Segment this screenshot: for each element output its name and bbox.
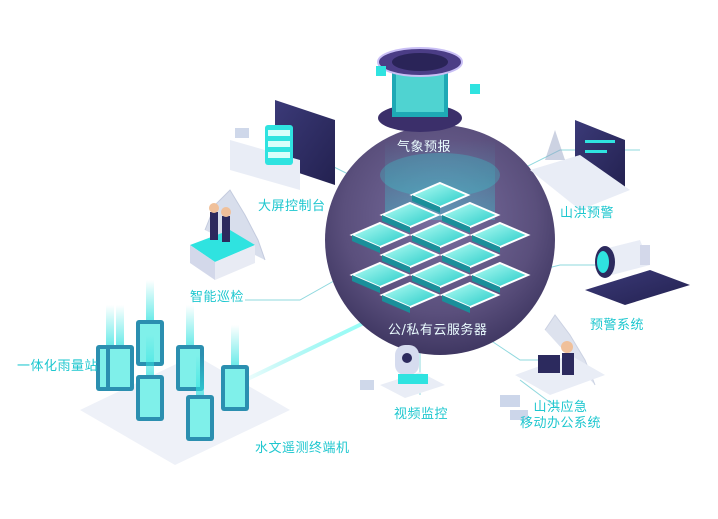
mobile-office-label-line1: 山洪应急 — [533, 400, 588, 415]
terminal-cabinet-face — [110, 349, 130, 387]
big-screen-device — [230, 100, 335, 190]
warning-system-label: 预警系统 — [590, 318, 645, 333]
server-tile-side — [352, 235, 380, 253]
smart-patrol-platform — [190, 189, 266, 280]
cloud-server-stack — [349, 181, 531, 313]
server-tile-side — [412, 195, 440, 213]
mobile-office-desk — [500, 314, 605, 420]
terminal-beam — [196, 355, 204, 395]
terminal-beam — [116, 305, 124, 345]
rain-station-label: 一体化雨量站 — [17, 359, 99, 374]
flood-warning-label: 山洪预警 — [560, 206, 615, 221]
terminal-cabinet-face — [225, 369, 245, 407]
server-tile-side — [472, 235, 500, 253]
hydro-terminal-label: 水文遥测终端机 — [255, 441, 350, 456]
server-tile-side — [412, 235, 440, 253]
big-screen-console-label: 大屏控制台 — [258, 199, 326, 214]
terminal-beam — [186, 305, 194, 345]
video-monitoring-camera — [360, 345, 445, 398]
server-tile-side — [442, 215, 470, 233]
server-tile-side — [412, 275, 440, 293]
terminal-cabinet-face — [190, 399, 210, 437]
rain-station-cluster — [80, 280, 290, 465]
glowing-link-streak — [233, 318, 372, 387]
server-tile-side — [442, 255, 470, 273]
server-tile-side — [442, 295, 470, 313]
server-tile-side — [352, 275, 380, 293]
terminal-beam — [231, 325, 239, 365]
smart-patrol-label: 智能巡检 — [190, 290, 245, 305]
terminal-beam — [146, 335, 154, 375]
flood-warning-laptop — [530, 120, 630, 210]
server-tile-side — [382, 215, 410, 233]
terminal-cabinet-face — [140, 379, 160, 417]
server-tile-side — [382, 255, 410, 273]
weather-forecast-device — [376, 47, 480, 132]
server-tile-side — [382, 295, 410, 313]
mobile-office-label-line2: 移动办公系统 — [520, 416, 602, 431]
terminal-beam — [106, 305, 114, 345]
mobile-office-label: 山洪应急 移动办公系统 — [520, 400, 601, 432]
weather-forecast-label: 气象预报 — [397, 140, 452, 155]
warning-system-device — [585, 240, 690, 305]
video-monitoring-label: 视频监控 — [394, 407, 449, 422]
cloud-server-label: 公/私有云服务器 — [388, 323, 488, 338]
terminal-beam — [146, 280, 154, 320]
terminal-cabinet-face — [180, 349, 200, 387]
server-tile-side — [472, 275, 500, 293]
